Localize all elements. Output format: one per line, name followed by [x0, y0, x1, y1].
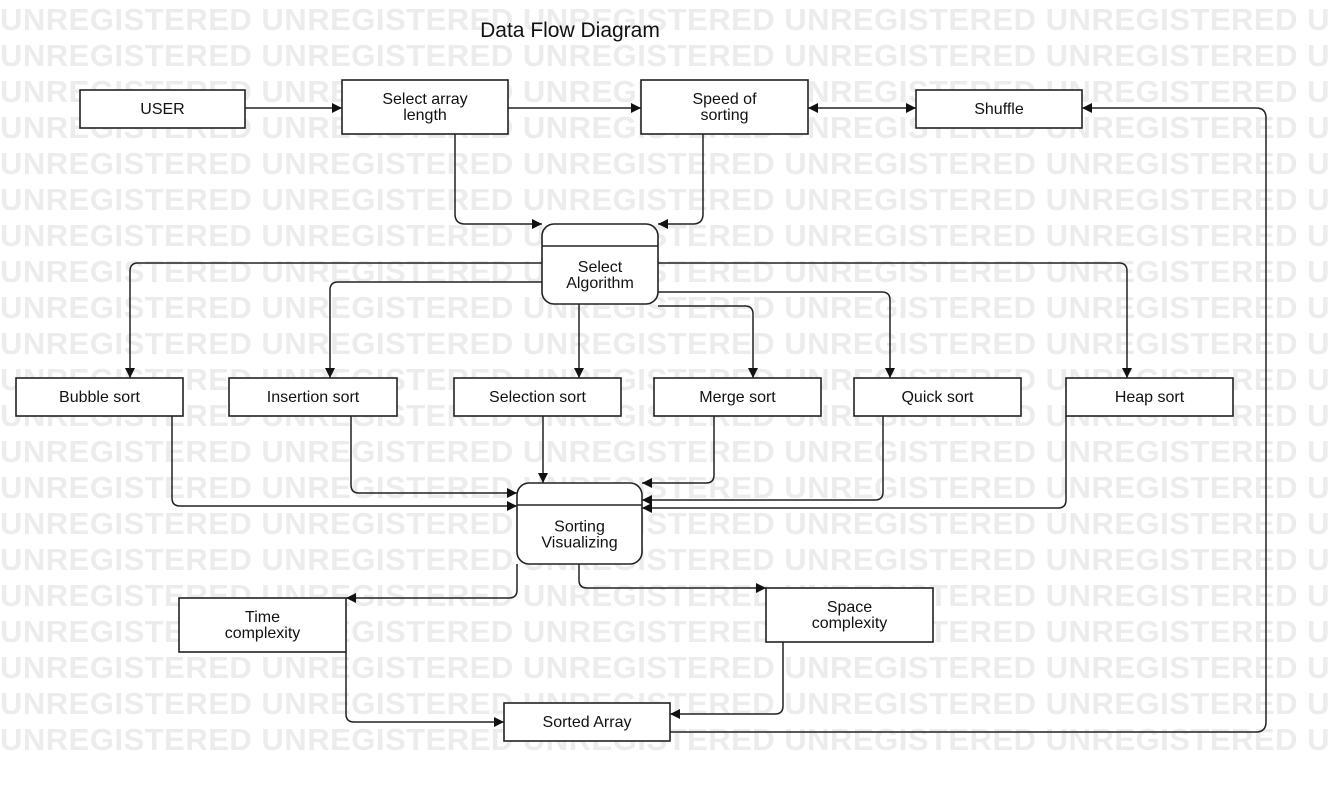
edge-time-to-sorted — [345, 652, 504, 727]
node-user: USER — [79, 89, 246, 129]
node-box — [453, 377, 622, 417]
edge-insertion-to-visualizing — [350, 416, 517, 498]
node-box — [915, 89, 1083, 129]
node-box — [79, 89, 246, 129]
node-label: Bubble sort — [59, 389, 140, 406]
node-box — [1065, 377, 1234, 417]
node-label: Algorithm — [566, 275, 634, 292]
edge-space-to-sorted — [670, 642, 784, 719]
node-heap-sort: Heap sort — [1065, 377, 1234, 417]
edge-algorithm-to-quick — [658, 291, 895, 378]
node-label: Select — [578, 259, 623, 276]
node-label: sorting — [700, 107, 748, 124]
watermark-row: UNREGISTERED UNREGISTERED UNREGISTERED U… — [0, 290, 1332, 325]
watermark-row: UNREGISTERED UNREGISTERED UNREGISTERED U… — [0, 326, 1332, 361]
edges — [125, 103, 1267, 733]
node-box — [341, 79, 509, 135]
node-sorted-array: Sorted Array — [503, 702, 671, 742]
node-label: Heap sort — [1115, 389, 1185, 406]
node-box — [516, 482, 643, 565]
node-box — [15, 377, 184, 417]
edge-heap-to-visualizing — [642, 416, 1067, 513]
watermark-row: UNREGISTERED UNREGISTERED UNREGISTERED U… — [0, 254, 1332, 289]
edge-bubble-to-visualizing — [171, 416, 517, 511]
node-selection-sort: Selection sort — [453, 377, 622, 417]
node-label: USER — [140, 101, 184, 118]
node-label: Space — [827, 599, 872, 616]
node-box — [541, 223, 659, 305]
watermark-row: UNREGISTERED UNREGISTERED UNREGISTERED U… — [0, 146, 1332, 181]
watermark-row: UNREGISTERED UNREGISTERED UNREGISTERED U… — [0, 182, 1332, 217]
edge-merge-to-visualizing — [642, 416, 715, 488]
node-label: Sorting — [554, 519, 605, 536]
node-quick-sort: Quick sort — [853, 377, 1022, 417]
node-insertion-sort: Insertion sort — [228, 377, 398, 417]
node-label: Selection sort — [489, 389, 586, 406]
node-box — [853, 377, 1022, 417]
watermark-row: UNREGISTERED UNREGISTERED UNREGISTERED U… — [0, 506, 1332, 541]
edge-speed-to-algorithm — [658, 134, 704, 229]
diagram-title: Data Flow Diagram — [480, 19, 660, 42]
node-box — [503, 702, 671, 742]
node-label: Speed of — [692, 91, 757, 108]
node-label: complexity — [225, 625, 301, 642]
node-label: Sorted Array — [543, 714, 632, 731]
edge-algorithm-to-insertion — [325, 281, 542, 378]
node-merge-sort: Merge sort — [653, 377, 822, 417]
node-shuffle: Shuffle — [915, 89, 1083, 129]
edge-algorithm-to-bubble — [125, 262, 542, 378]
node-box — [765, 587, 934, 643]
node-label: Shuffle — [974, 101, 1024, 118]
node-box — [228, 377, 398, 417]
edge-visualizing-to-space — [578, 564, 766, 593]
watermark-row: UNREGISTERED UNREGISTERED UNREGISTERED U… — [0, 434, 1332, 469]
node-label: Quick sort — [901, 389, 974, 406]
edge-quick-to-visualizing — [642, 416, 884, 505]
watermark-row: UNREGISTERED UNREGISTERED UNREGISTERED U… — [0, 470, 1332, 505]
edge-array-length-to-algorithm — [454, 134, 542, 229]
node-label: Merge sort — [699, 389, 776, 406]
watermark-row: UNREGISTERED UNREGISTERED UNREGISTERED U… — [0, 38, 1332, 73]
node-box — [653, 377, 822, 417]
node-label: Insertion sort — [267, 389, 360, 406]
watermark-row: UNREGISTERED UNREGISTERED UNREGISTERED U… — [0, 650, 1332, 685]
node-label: complexity — [812, 615, 888, 632]
watermark-row: UNREGISTERED UNREGISTERED UNREGISTERED U… — [0, 542, 1332, 577]
edge-sorted-to-shuffle — [670, 103, 1267, 733]
edge-algorithm-to-heap — [658, 262, 1132, 378]
node-label: length — [403, 107, 447, 124]
node-label: Select array — [382, 91, 467, 108]
watermark-row: UNREGISTERED UNREGISTERED UNREGISTERED U… — [0, 2, 1332, 37]
node-label: Time — [245, 609, 280, 626]
node-box — [640, 79, 809, 135]
edge-algorithm-to-merge — [658, 305, 758, 378]
node-bubble-sort: Bubble sort — [15, 377, 184, 417]
node-label: Visualizing — [541, 535, 617, 552]
edge-visualizing-to-time — [346, 564, 518, 603]
node-box — [178, 597, 347, 653]
